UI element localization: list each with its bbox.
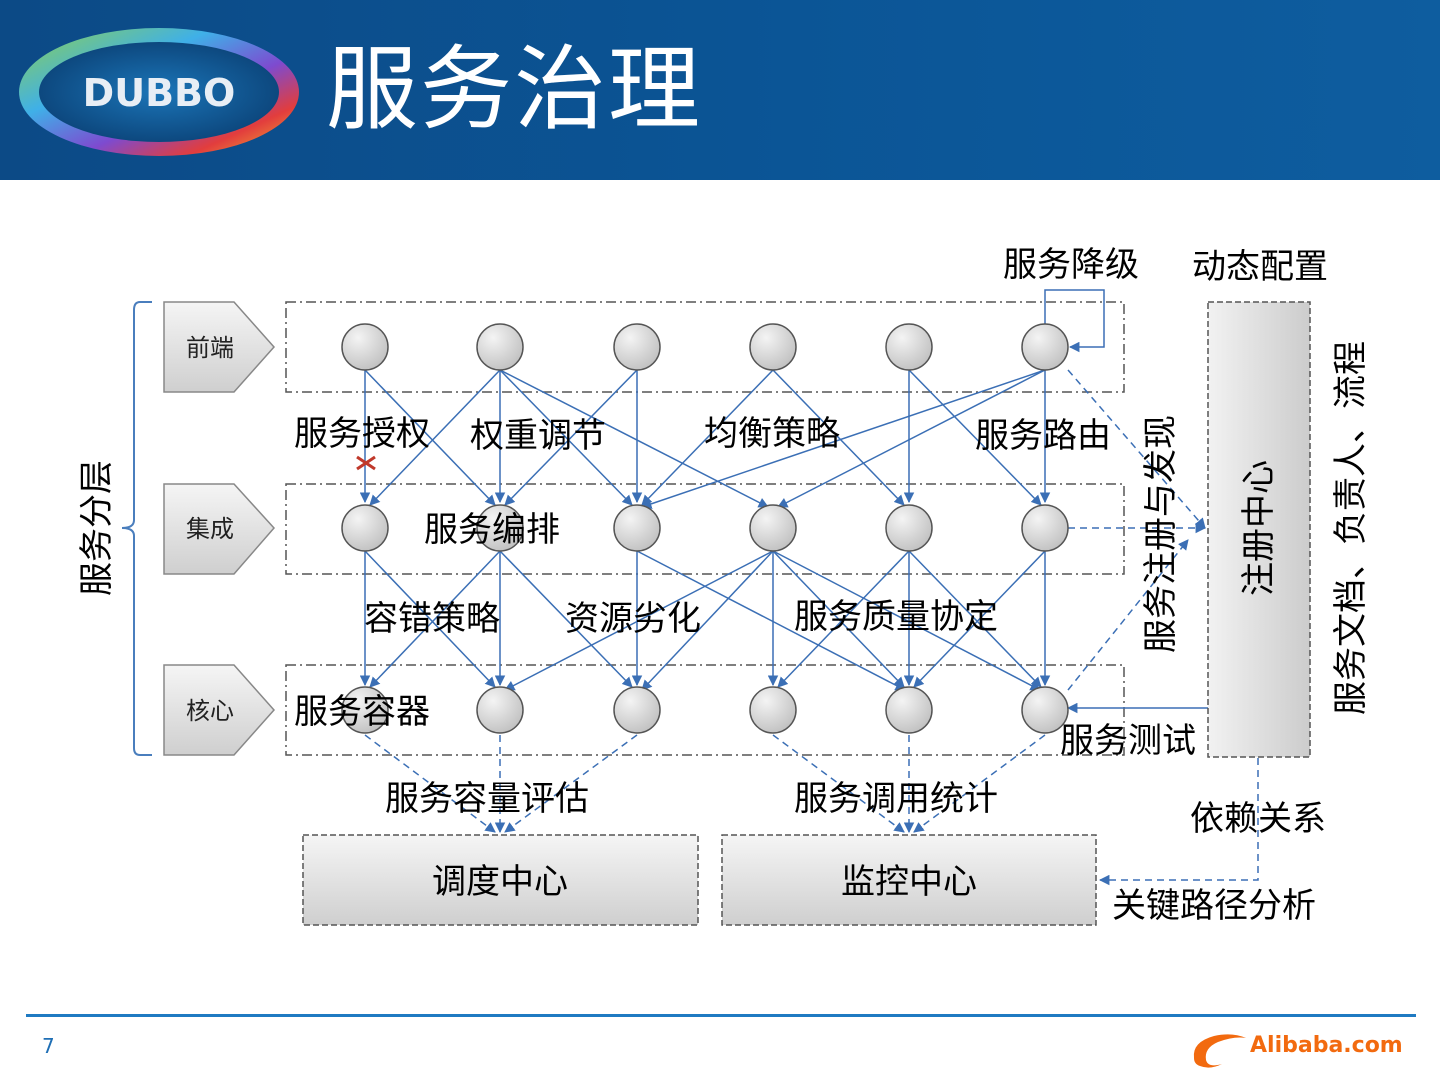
node [1021, 323, 1069, 371]
label-qos: 服务质量协定 [794, 597, 998, 637]
node [341, 504, 389, 552]
node [1021, 504, 1069, 552]
row-frame-integration [285, 483, 1125, 575]
label-capacity: 服务容量评估 [385, 779, 589, 819]
node [749, 686, 797, 734]
logo-text: DUBBO [83, 71, 236, 115]
node [885, 504, 933, 552]
alibaba-smile-icon [1193, 1034, 1246, 1068]
nodes-integration [341, 504, 1069, 552]
tier-integration: 集成 [163, 483, 276, 575]
label-dynamic-config: 动态配置 [1192, 247, 1328, 287]
layers-label: 服务分层 [77, 460, 117, 596]
tier-label: 集成 [186, 515, 234, 543]
tier-label: 前端 [186, 334, 234, 362]
node [749, 504, 797, 552]
label-dependency: 依赖关系 [1190, 799, 1326, 839]
label-test: 服务测试 [1060, 721, 1196, 761]
label-downgrade: 服务降级 [1003, 245, 1139, 285]
deny-x-icon [356, 455, 376, 471]
page-number: 7 [42, 1034, 55, 1058]
registry-center-label: 注册中心 [1239, 460, 1279, 596]
node [341, 323, 389, 371]
node [476, 686, 524, 734]
row-frame-frontend [285, 301, 1125, 393]
label-docs: 服务文档、负责人、流程 [1331, 341, 1371, 715]
alibaba-logo: Alibaba.com [1193, 1033, 1403, 1068]
node [613, 504, 661, 552]
degrade-loop-arrow [1044, 289, 1105, 353]
node [885, 323, 933, 371]
node [341, 686, 389, 734]
monitor-label: 监控中心 [841, 862, 977, 902]
label-route: 服务路由 [975, 416, 1111, 456]
node [476, 504, 524, 552]
layer-brace [121, 301, 152, 756]
node [613, 686, 661, 734]
label-stats: 服务调用统计 [794, 779, 998, 819]
nodes-core [341, 686, 1069, 734]
label-auth: 服务授权 [294, 414, 430, 454]
tier-frontend: 前端 [163, 301, 276, 393]
label-degrade-res: 资源劣化 [565, 599, 701, 639]
tier-core: 核心 [163, 664, 276, 756]
brand-text: Alibaba.com [1250, 1033, 1403, 1058]
node [613, 323, 661, 371]
nodes-frontend [341, 323, 1069, 371]
label-balance: 均衡策略 [704, 414, 840, 454]
node [885, 686, 933, 734]
edges-frontend-integration [359, 369, 1051, 509]
scheduler-label: 调度中心 [432, 862, 568, 902]
label-reg-discover: 服务注册与发现 [1141, 415, 1181, 653]
scheduler-box [302, 834, 699, 926]
node [1021, 686, 1069, 734]
registry-center-box [1207, 301, 1311, 758]
dubbo-logo: DUBBO [19, 28, 299, 156]
label-weight: 权重调节 [470, 416, 606, 456]
row-frame-core [285, 664, 1125, 756]
node [749, 323, 797, 371]
monitor-box [721, 834, 1097, 926]
label-fault: 容错策略 [364, 599, 500, 639]
footer-divider [26, 1014, 1416, 1017]
edges-integration-core [359, 550, 1051, 691]
slide-title: 服务治理 [326, 36, 703, 143]
edges-dashed [364, 369, 1259, 886]
tier-label: 核心 [186, 697, 234, 725]
label-critical-path: 关键路径分析 [1112, 886, 1316, 926]
node [476, 323, 524, 371]
label-orchestrate: 服务编排 [424, 510, 560, 550]
label-container: 服务容器 [294, 692, 430, 732]
